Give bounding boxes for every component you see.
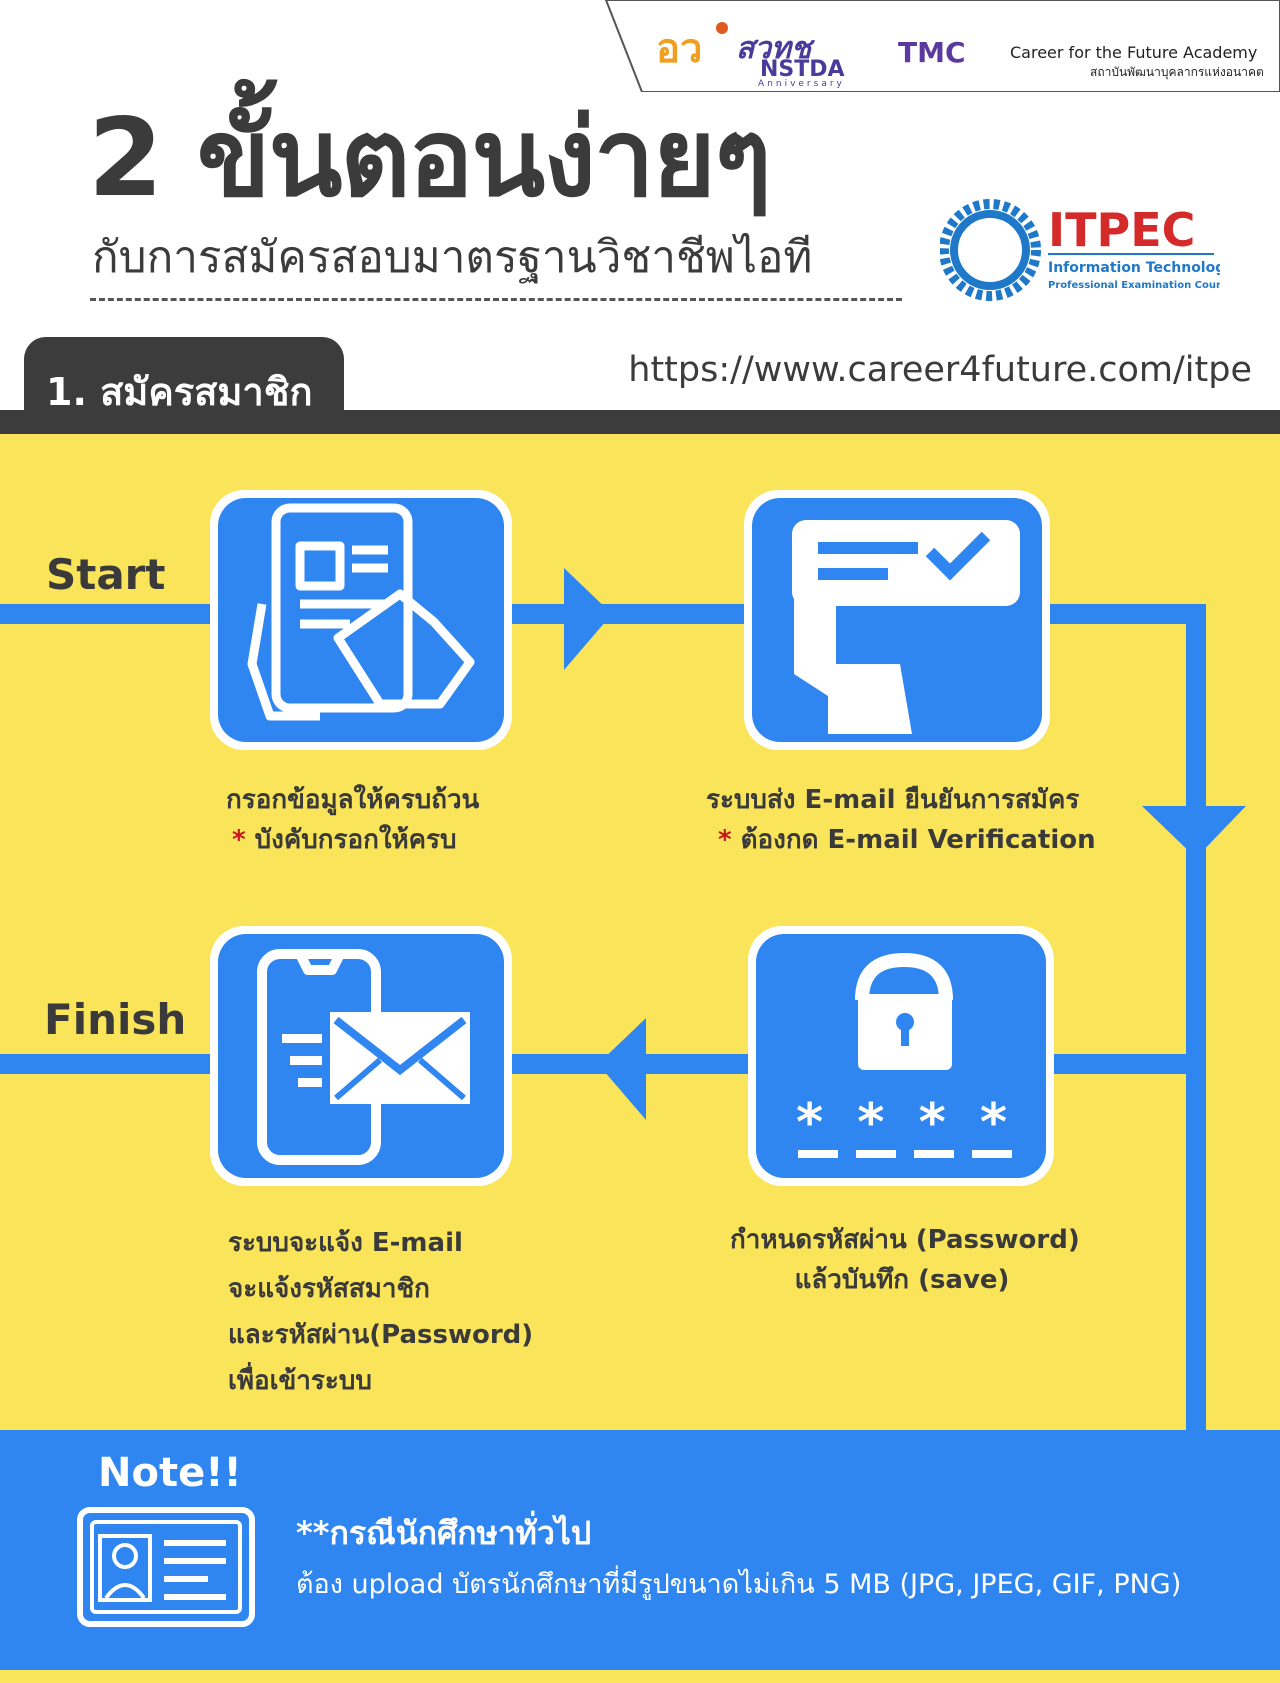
academy-name: Career for the Future Academy <box>1010 43 1257 62</box>
itpec-line1: Information Technology <box>1048 260 1220 276</box>
nstda-thai-text: สวทช <box>736 31 816 66</box>
nstda-text: NSTDA <box>760 57 845 82</box>
note-heading: **กรณีนักศึกษาทั่วไป <box>296 1514 592 1552</box>
register-url[interactable]: https://www.career4future.com/itpe <box>628 350 1252 390</box>
ministry-logo-text: อว <box>656 26 702 72</box>
flow-line-right <box>1186 604 1206 1430</box>
step4-line2: จะแจ้งรหัสสมาชิก <box>228 1274 430 1304</box>
padlock-icon <box>855 952 953 1070</box>
finish-label: Finish <box>44 995 187 1044</box>
tmc-text: TMC <box>898 36 966 69</box>
step1-line2: บังคับกรอกให้ครบ <box>254 825 457 855</box>
partner-logos: อว สวทช NSTDA Anniversary TMC Career for… <box>604 0 1280 92</box>
step2-line2-row: * ต้องกด E-mail Verification <box>706 820 1096 860</box>
required-star: * <box>232 825 246 855</box>
flow-diagram: * * * * <box>0 490 1246 1430</box>
step4-line1: ระบบจะแจ้ง E-mail <box>228 1228 463 1258</box>
arrow-left-icon <box>598 1018 646 1120</box>
page-subtitle: กับการสมัครสอบมาตรฐานวิชาชีพไอที <box>92 232 813 283</box>
envelope-icon <box>282 1012 470 1104</box>
step4-description: ระบบจะแจ้ง E-mail จะแจ้งรหัสสมาชิก และรห… <box>228 1220 533 1404</box>
step1-line1: กรอกข้อมูลให้ครบถ้วน <box>226 785 480 815</box>
step2-description: ระบบส่ง E-mail ยืนยันการสมัคร * ต้องกด E… <box>706 780 1096 860</box>
password-underlines <box>798 1150 1012 1158</box>
step4-line3: และรหัสผ่าน(Password) <box>228 1320 534 1350</box>
id-card-icon <box>77 1507 255 1627</box>
note-section <box>0 1430 1280 1670</box>
checkmark-card-icon <box>792 520 1020 734</box>
academy-subtitle: สถาบันพัฒนาบุคลากรแห่งอนาคต <box>1090 65 1264 80</box>
step-tab: 1. สมัครสมาชิก <box>24 337 344 414</box>
title-divider <box>90 298 902 301</box>
step1-line2-row: * บังคับกรอกให้ครบ <box>226 820 479 860</box>
section-bar <box>0 410 1280 434</box>
required-star: * <box>718 825 732 855</box>
itpec-line2: Professional Examination Council <box>1048 280 1220 291</box>
page-title: 2 ขั้นตอนง่ายๆ <box>88 96 772 221</box>
password-tile: * * * * <box>748 926 1054 1186</box>
itpec-logo: ITPEC Information Technology Professiona… <box>940 199 1220 301</box>
itpec-emblem-icon <box>940 199 1041 301</box>
step4-line4: เพื่อเข้าระบบ <box>228 1366 372 1396</box>
step2-line2: ต้องกด E-mail Verification <box>740 825 1096 855</box>
arrow-down-icon <box>1142 806 1246 858</box>
step3-line1: กำหนดรหัสผ่าน (Password) <box>730 1225 1080 1255</box>
itpec-name: ITPEC <box>1048 203 1195 257</box>
password-mask: * * * * <box>796 1093 1015 1153</box>
start-label: Start <box>46 550 166 599</box>
arrow-right-icon <box>564 568 612 670</box>
fill-form-tile <box>210 490 512 750</box>
nstda-logo: สวทช NSTDA Anniversary <box>736 31 845 89</box>
ministry-logo: อว <box>656 22 728 72</box>
step2-line1: ระบบส่ง E-mail ยืนยันการสมัคร <box>706 785 1080 815</box>
step3-line2: แล้วบันทึก (save) <box>794 1265 1010 1295</box>
tablet-form-icon <box>247 503 475 721</box>
email-verify-tile <box>744 490 1050 750</box>
step3-description: กำหนดรหัสผ่าน (Password) แล้วบันทึก (sav… <box>730 1220 1080 1300</box>
note-title: Note!! <box>98 1450 242 1496</box>
tmc-logo: TMC <box>898 36 966 69</box>
email-notify-tile <box>210 926 512 1186</box>
bottom-strip <box>0 1670 1280 1683</box>
step1-description: กรอกข้อมูลให้ครบถ้วน * บังคับกรอกให้ครบ <box>226 780 479 860</box>
flow-lines <box>0 568 1246 1430</box>
note-body: ต้อง upload บัตรนักศึกษาที่มีรูปขนาดไม่เ… <box>296 1569 1182 1600</box>
nstda-anniversary-text: Anniversary <box>758 79 845 89</box>
